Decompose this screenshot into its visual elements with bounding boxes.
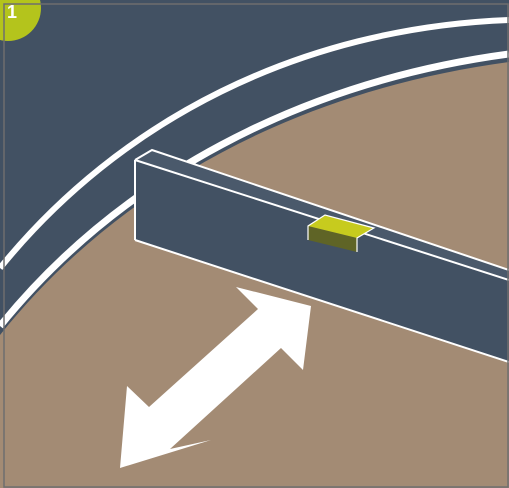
inner-curve-line <box>0 50 509 329</box>
spirit-level-icon <box>307 214 376 252</box>
step-number: 1 <box>7 2 17 22</box>
beam-front-face <box>135 160 509 362</box>
step-badge: 1 <box>0 0 41 41</box>
beam-top-edge <box>134 148 509 271</box>
beam-bottom-edge <box>134 239 509 363</box>
double-arrow-icon <box>120 287 311 468</box>
frame-border <box>3 3 509 488</box>
beam-top-face <box>135 150 509 280</box>
outer-curve-line <box>0 17 509 270</box>
